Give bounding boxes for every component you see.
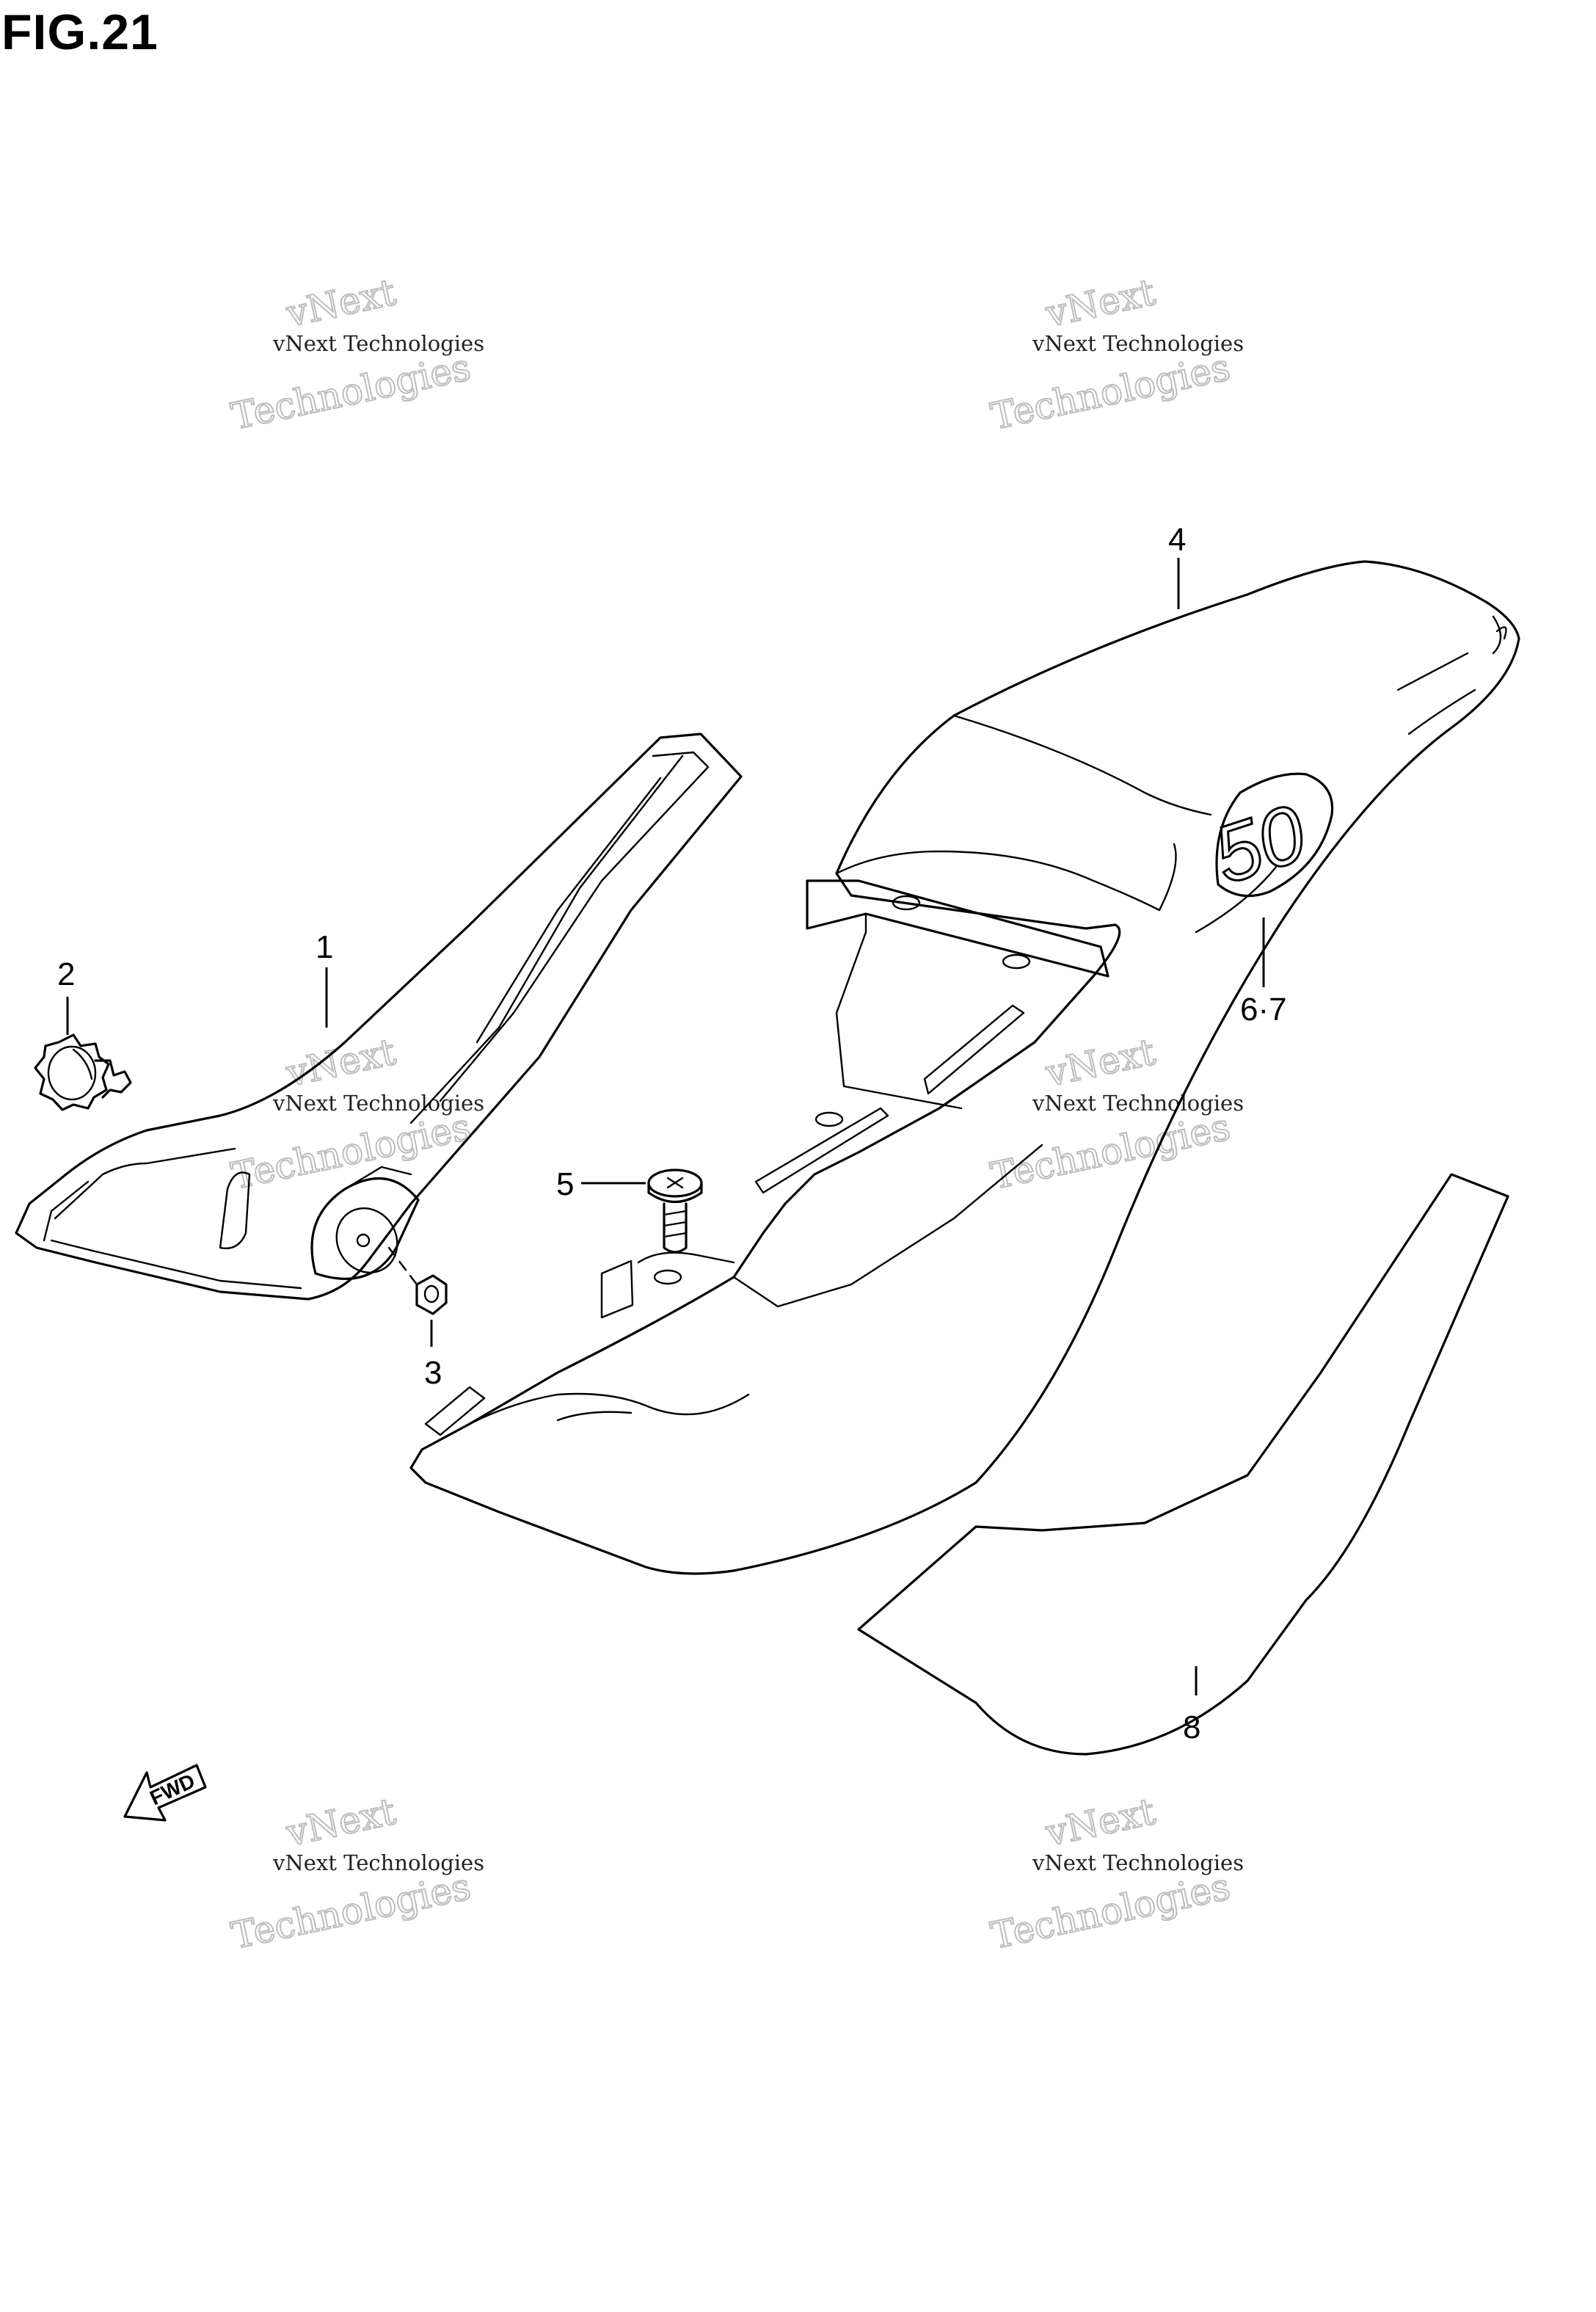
watermark-top-right: vNext Technologies vNext Technologies	[986, 270, 1244, 439]
part-4-seat-tail-cowl[interactable]: 50	[409, 560, 1520, 1575]
part-5-screw[interactable]	[647, 1168, 703, 1254]
svg-text:vNext: vNext	[282, 1790, 399, 1855]
svg-text:Technologies: Technologies	[227, 1865, 474, 1957]
svg-text:vNext: vNext	[282, 1030, 399, 1095]
figure-title: FIG.21	[1, 4, 158, 60]
svg-text:vNext Technologies: vNext Technologies	[272, 331, 484, 356]
svg-text:Technologies: Technologies	[987, 1865, 1234, 1957]
svg-text:Technologies: Technologies	[227, 1105, 474, 1198]
svg-text:50: 50	[1203, 788, 1316, 901]
svg-text:vNext Technologies: vNext Technologies	[1032, 1091, 1244, 1116]
part-label-8: 8	[1183, 1709, 1200, 1745]
part-3-nut[interactable]	[415, 1274, 448, 1315]
fwd-arrow: FWD	[123, 1764, 207, 1822]
svg-text:vNext: vNext	[1041, 1030, 1159, 1095]
part-label-4: 4	[1168, 522, 1186, 558]
svg-text:vNext Technologies: vNext Technologies	[272, 1091, 484, 1116]
part-2-grommet-bolt[interactable]	[34, 1033, 132, 1111]
watermark-bottom-right: vNext Technologies vNext Technologies	[986, 1789, 1244, 1958]
part-label-2: 2	[57, 956, 75, 992]
part-1-frame-cover[interactable]	[15, 733, 743, 1301]
svg-text:Technologies: Technologies	[227, 346, 474, 438]
watermark-middle-right: vNext Technologies vNext Technologies	[986, 1030, 1244, 1199]
svg-text:Technologies: Technologies	[987, 346, 1234, 438]
emblem-50: 50	[1202, 772, 1334, 902]
svg-text:Technologies: Technologies	[987, 1105, 1234, 1198]
svg-text:vNext: vNext	[1041, 1790, 1159, 1855]
watermark-top-left: vNext Technologies vNext Technologies	[227, 270, 484, 439]
part-label-1: 1	[316, 929, 333, 965]
svg-text:vNext Technologies: vNext Technologies	[1032, 1850, 1244, 1875]
part-label-3: 3	[424, 1355, 442, 1391]
part-label-6-7: 6·7	[1240, 992, 1287, 1028]
watermark-middle-left: vNext Technologies vNext Technologies	[227, 1030, 484, 1199]
leader-lines	[66, 558, 1265, 1695]
svg-text:FWD: FWD	[146, 1769, 198, 1809]
svg-text:vNext: vNext	[1041, 271, 1159, 335]
svg-text:vNext Technologies: vNext Technologies	[1032, 331, 1244, 356]
watermark-bottom-left: vNext Technologies vNext Technologies	[227, 1789, 484, 1958]
svg-text:vNext: vNext	[282, 271, 399, 335]
part-label-5: 5	[556, 1166, 574, 1202]
svg-text:vNext Technologies: vNext Technologies	[272, 1850, 484, 1875]
part-8-seat-pad[interactable]	[857, 1173, 1509, 1756]
